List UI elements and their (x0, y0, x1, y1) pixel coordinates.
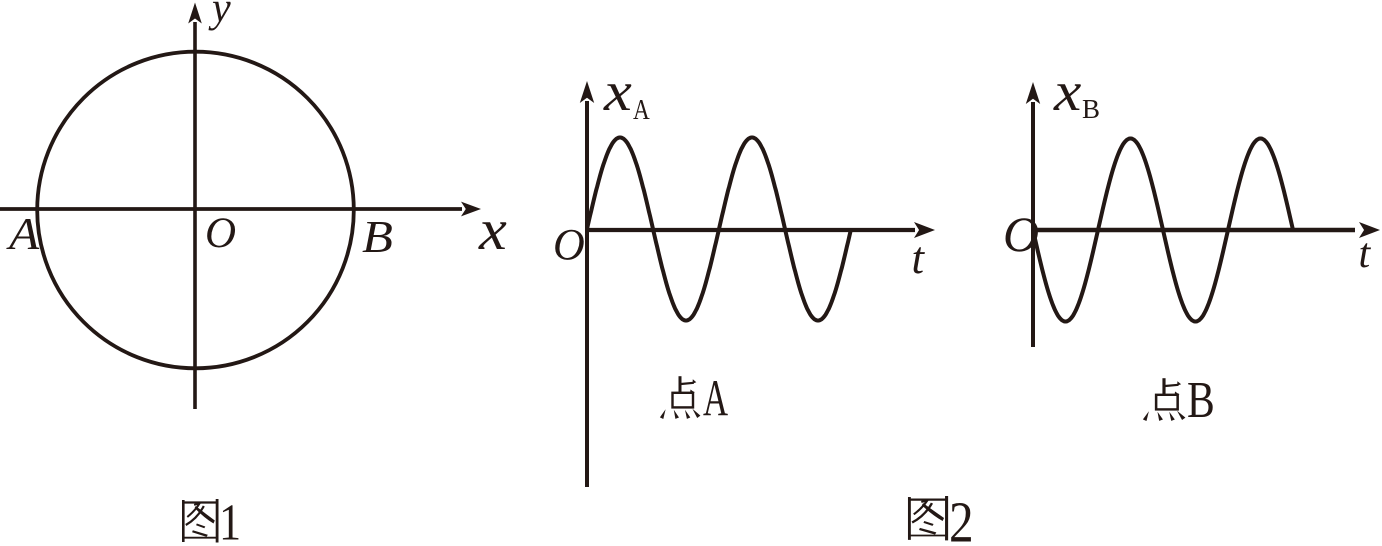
svg-text:O: O (553, 220, 585, 269)
svg-text:x: x (603, 60, 632, 122)
svg-text:t: t (1359, 231, 1372, 277)
svg-text:A: A (633, 94, 650, 126)
svg-text:O: O (1003, 206, 1039, 262)
svg-text:O: O (205, 210, 236, 257)
svg-text:A: A (6, 210, 41, 259)
svg-text:B: B (362, 212, 393, 262)
svg-text:2: 2 (949, 490, 974, 546)
svg-text:x: x (1053, 61, 1081, 123)
svg-text:x: x (478, 198, 507, 262)
svg-text:B: B (1187, 372, 1215, 429)
svg-text:1: 1 (219, 494, 241, 546)
svg-text:A: A (703, 370, 728, 428)
svg-text:t: t (912, 233, 926, 283)
svg-text:y: y (208, 0, 231, 32)
svg-text:B: B (1082, 94, 1100, 124)
